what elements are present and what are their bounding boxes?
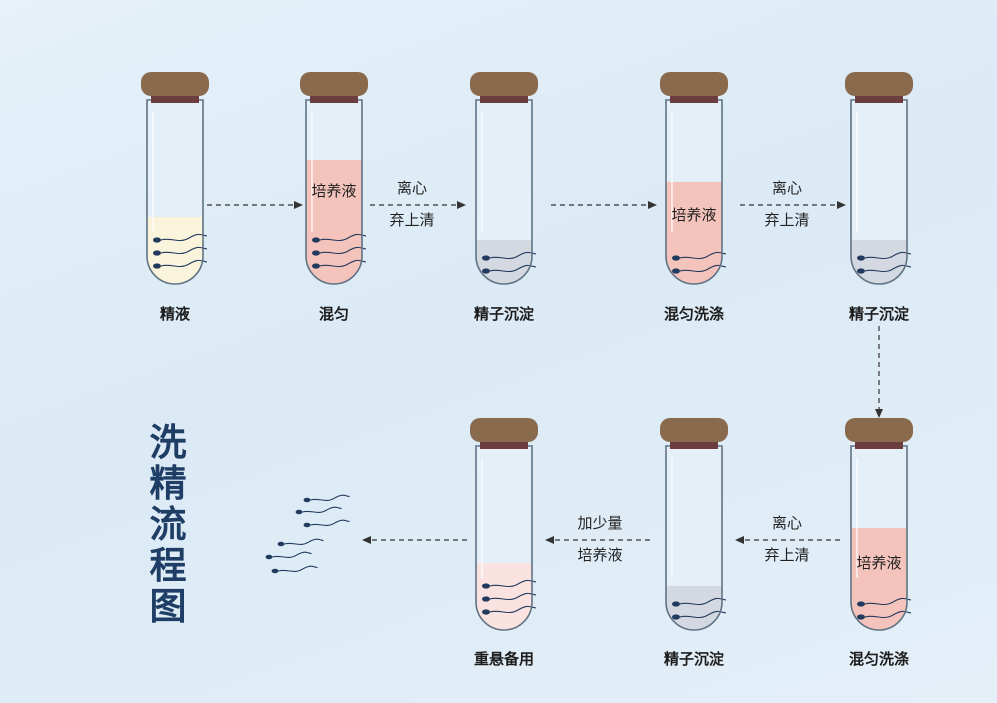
tube-body	[851, 100, 907, 284]
tube-outline	[665, 99, 723, 285]
tube-mix-wash-1: 培养液	[654, 72, 734, 292]
dashed-arrow-icon	[362, 536, 468, 544]
sperm-icon	[857, 264, 912, 274]
tube-outline	[665, 445, 723, 631]
sperm-icon	[303, 519, 350, 528]
tube-cap	[470, 418, 538, 442]
tube-label-pellet-1: 精子沉淀	[473, 305, 534, 323]
dashed-arrow-icon	[875, 326, 883, 418]
cap-band	[151, 94, 199, 103]
tube-outline	[850, 445, 908, 631]
step-line2: 弃上清	[764, 211, 810, 229]
step-line2: 培养液	[577, 546, 623, 564]
medium-label: 培养液	[671, 206, 717, 224]
tube-cap	[660, 418, 728, 442]
step-line1: 离心	[771, 514, 802, 532]
tube-label-pellet-3: 精子沉淀	[663, 650, 724, 668]
sperm-icon	[295, 506, 342, 515]
tube-label-resuspend: 重悬备用	[473, 650, 534, 668]
step-add-medium: 加少量 培养液	[545, 507, 655, 571]
step-line1: 加少量	[577, 514, 623, 532]
tube-pellet-2	[839, 72, 919, 292]
free-sperm-group	[265, 494, 350, 574]
sperm-icon	[271, 565, 318, 574]
step-line1: 离心	[771, 179, 802, 197]
tube-cap	[845, 72, 913, 96]
cap-band	[480, 94, 528, 103]
sperm-icon	[277, 538, 324, 547]
step-line2: 弃上清	[764, 546, 810, 564]
tube-label-mix-wash-2: 混匀洗涤	[848, 650, 909, 668]
tube-cap	[141, 72, 209, 96]
tube-cap	[470, 72, 538, 96]
tube-body	[666, 446, 722, 630]
cap-band	[855, 94, 903, 103]
step-line2: 弃上清	[389, 211, 435, 229]
tube-cap	[845, 418, 913, 442]
sperm-icon	[482, 264, 537, 274]
tube-pellet-1	[464, 72, 544, 292]
cap-band	[480, 440, 528, 449]
tube-label-mix: 混匀	[318, 305, 349, 323]
dashed-arrow-icon	[551, 201, 657, 209]
sperm-icon	[672, 264, 727, 274]
tube-mix-wash-2: 培养液	[839, 418, 919, 638]
page-title: 洗精流程图	[149, 421, 187, 628]
dashed-arrow-icon	[735, 536, 841, 544]
dashed-arrow-icon	[207, 201, 303, 209]
tube-semen	[135, 72, 215, 292]
step-centrifuge-1: 离心 弃上清	[357, 172, 467, 236]
tube-cap	[660, 72, 728, 96]
medium-layer	[306, 160, 362, 284]
tube-body	[476, 100, 532, 284]
sperm-icon	[857, 610, 912, 620]
tube-pellet-3	[654, 418, 734, 638]
dashed-arrow-icon	[740, 201, 846, 209]
step-line1: 离心	[396, 179, 427, 197]
cap-band	[670, 440, 718, 449]
tube-outline	[305, 99, 363, 285]
tube-resuspend	[464, 418, 544, 638]
tube-outline	[475, 445, 533, 631]
tube-outline	[850, 99, 908, 285]
pellet-layer	[851, 240, 907, 284]
sperm-icon	[303, 494, 350, 503]
tube-mix: 培养液	[294, 72, 374, 292]
medium-label: 培养液	[311, 182, 357, 200]
tube-cap	[300, 72, 368, 96]
tube-label-mix-wash-1: 混匀洗涤	[663, 305, 724, 323]
dashed-arrow-icon	[545, 536, 651, 544]
cap-band	[670, 94, 718, 103]
cap-band	[310, 94, 358, 103]
medium-label: 培养液	[856, 554, 902, 572]
tube-label-semen: 精液	[159, 305, 190, 323]
pellet-layer	[476, 240, 532, 284]
pellet-layer	[666, 586, 722, 630]
tube-outline	[146, 99, 204, 285]
tube-label-pellet-2: 精子沉淀	[848, 305, 909, 323]
cap-band	[855, 440, 903, 449]
dashed-arrow-icon	[370, 201, 466, 209]
tube-outline	[475, 99, 533, 285]
sperm-icon	[672, 610, 727, 620]
step-centrifuge-3: 离心 弃上清	[732, 507, 842, 571]
sperm-icon	[265, 551, 312, 560]
step-centrifuge-2: 离心 弃上清	[732, 172, 842, 236]
